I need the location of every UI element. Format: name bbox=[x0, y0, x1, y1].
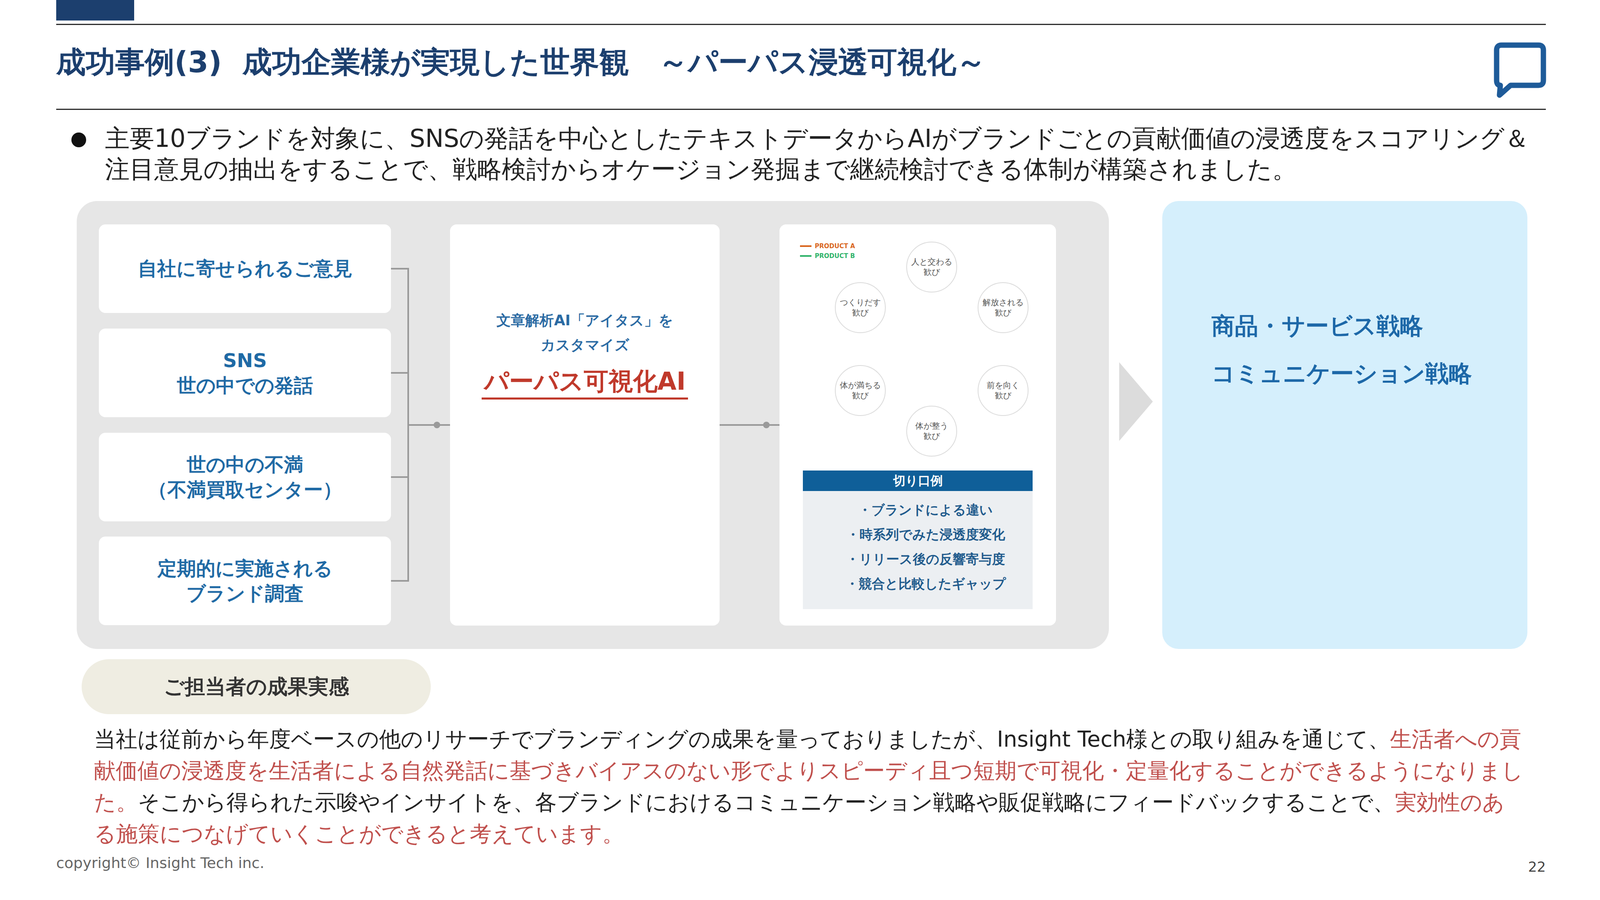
rule-line bbox=[56, 108, 1546, 110]
source-box: 世の中の不満 （不満買取センター） bbox=[98, 432, 391, 522]
junction-dot bbox=[763, 421, 770, 429]
connector-line bbox=[390, 425, 451, 478]
source-box-text: SNS 世の中での発話 bbox=[176, 347, 314, 398]
strategy-box-text: コミュニケーション戦略 bbox=[1211, 359, 1511, 388]
axis-circle-text: 解放される 歓び bbox=[982, 297, 1024, 318]
legend-swatch bbox=[800, 255, 812, 257]
viewpoint-box-text: ・競合と比較したギャップ bbox=[802, 571, 1033, 597]
legend-swatch bbox=[800, 245, 812, 247]
top-bar bbox=[56, 0, 135, 21]
speech-icon bbox=[1496, 45, 1544, 96]
chart-box: 人と交わる 歓び解放される 歓び前を向く 歓び体が整う 歓び 体が満ちる 歓びつく… bbox=[779, 224, 1056, 626]
source-box-text: 定期的に実施される ブランド調査 bbox=[157, 555, 333, 606]
axis-circle: 前を向く 歓び bbox=[977, 365, 1029, 416]
strategy-box-text: 商品・サービス戦略 bbox=[1211, 311, 1511, 340]
axis-circle: 体が満ちる 歓び bbox=[834, 365, 886, 416]
source-box: SNS 世の中での発話 bbox=[98, 328, 391, 418]
source-box-text: 世の中の不満 （不満買取センター） bbox=[148, 452, 343, 503]
viewpoint-box-text: ・ブランドによる違い bbox=[802, 497, 1033, 523]
ai-box-text: 文章解析AI「アイタス」を カスタマイズ bbox=[450, 308, 720, 358]
connector-line bbox=[719, 424, 780, 426]
connector-line bbox=[390, 425, 451, 581]
axis-circle: 体が整う 歓び bbox=[906, 405, 958, 457]
axis-circle-text: 体が整う 歓び bbox=[915, 420, 949, 442]
legend-text: PRODUCT A bbox=[814, 242, 855, 250]
body-text: そこから得られた示唆やインサイトを、各ブランドにおけるコミュニケーション戦略や販… bbox=[137, 789, 1395, 815]
page-number: 22 bbox=[1504, 858, 1546, 876]
pill-label: ご担当者の成果実感 bbox=[81, 659, 431, 715]
axis-circle: つくりだす 歓び bbox=[834, 282, 886, 334]
viewpoint-box-text: ・リリース後の反響寄与度 bbox=[802, 546, 1033, 572]
strategy-box: 商品・サービス戦略コミュニケーション戦略 bbox=[1162, 201, 1528, 650]
axis-circle-text: 前を向く 歓び bbox=[986, 380, 1020, 401]
axis-circle-text: 体が満ちる 歓び bbox=[839, 380, 881, 401]
source-box-text: 自社に寄せられるご意見 bbox=[137, 256, 353, 282]
source-box: 自社に寄せられるご意見 bbox=[98, 224, 391, 314]
junction-dot bbox=[433, 421, 441, 429]
flow-arrow bbox=[1119, 362, 1153, 442]
viewpoint-box-text: ・時系列でみた浸透度変化 bbox=[802, 522, 1033, 547]
axis-circle: 解放される 歓び bbox=[977, 282, 1029, 334]
connector-line bbox=[390, 268, 451, 426]
ai-box: 文章解析AI「アイタス」を カスタマイズパーパス可視化AI bbox=[450, 224, 720, 626]
bullet-text: 主要10ブランドを対象に、SNSの発話を中心としたテキストデータからAIがブラン… bbox=[105, 123, 1537, 185]
copyright-text: copyright© Insight Tech inc. bbox=[56, 854, 265, 872]
pill-label-text: ご担当者の成果実感 bbox=[163, 673, 350, 701]
legend: PRODUCT A PRODUCT B bbox=[800, 241, 855, 261]
slide-title: 成功事例(3) 成功企業様が実現した世界観 ～パーパス浸透可視化～ bbox=[56, 44, 986, 80]
comment-paragraph: 当社は従前から年度ベースの他のリサーチでブランディングの成果を量っておりましたが… bbox=[93, 723, 1526, 850]
body-text: 当社は従前から年度ベースの他のリサーチでブランディングの成果を量っておりましたが… bbox=[93, 726, 1390, 752]
connector-line bbox=[390, 372, 451, 426]
grey-panel bbox=[76, 201, 1109, 650]
axis-circle-text: 人と交わる 歓び bbox=[911, 256, 953, 278]
bullet-dot bbox=[71, 132, 87, 148]
axis-circle-text: つくりだす 歓び bbox=[839, 297, 881, 318]
rule-line bbox=[56, 23, 1546, 26]
source-box: 定期的に実施される ブランド調査 bbox=[98, 536, 391, 626]
viewpoint-box-text: 切り口例 bbox=[802, 470, 1033, 492]
ai-box-text: パーパス可視化AI bbox=[481, 366, 689, 400]
axis-circle: 人と交わる 歓び bbox=[906, 241, 958, 293]
viewpoint-box: 切り口例・ブランドによる違い・時系列でみた浸透度変化・リリース後の反響寄与度・競… bbox=[802, 470, 1033, 610]
legend-text: PRODUCT B bbox=[814, 252, 855, 260]
